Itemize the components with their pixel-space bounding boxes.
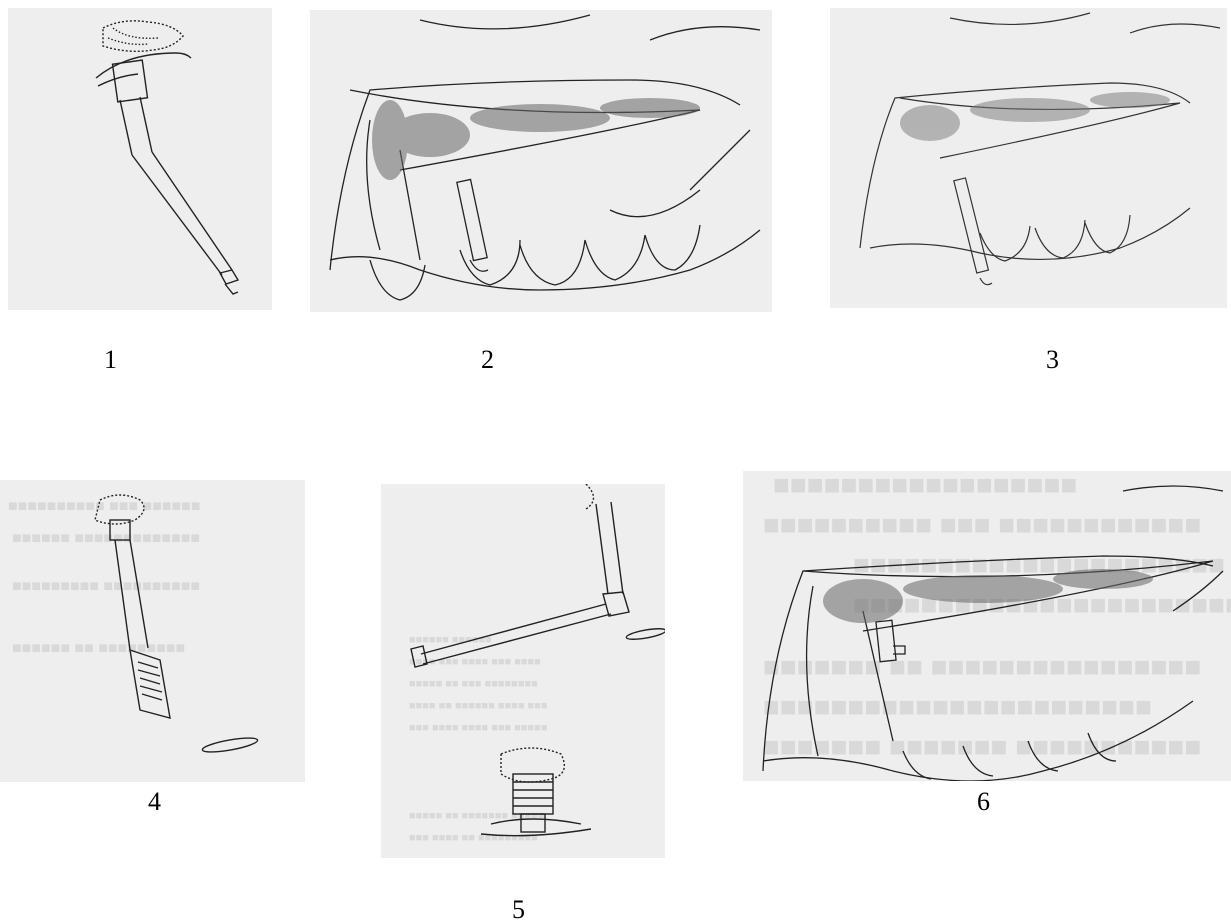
figure-3-label: 3 [1046,347,1059,373]
figure-4-label: 4 [148,789,161,815]
implant-driver-illustration [8,8,272,310]
right-angle-driver-illustration [381,484,665,858]
figure-1-panel [8,8,272,310]
sinus-graft-side-view-illustration [310,10,772,312]
figure-4-panel: ■■■■■■■■■■ ■■■ ■■■■■■ ■■■■■■ ■■■■■■■■■■■… [0,480,305,782]
figure-2-label: 2 [481,347,494,373]
figure-1-label: 1 [104,347,117,373]
figure-5-panel: ■■■■■■ ■■■■■■ ■■■■ ■■■ ■■■■ ■■■ ■■■■ ■■■… [381,484,665,858]
figure-2-panel [310,10,772,312]
sinus-graft-healed-implant-illustration [743,471,1231,781]
figure-6-label: 6 [977,789,990,815]
figure-3-panel [830,8,1227,308]
tapered-implant-tool-illustration [0,480,305,782]
figure-5-label: 5 [512,897,525,923]
figure-6-panel: ■■■■■■■■■■■■■■■■■■ ■■■■■■■■■■ ■■■ ■■■■■■… [743,471,1231,781]
sinus-graft-implant-removal-illustration [830,8,1227,308]
